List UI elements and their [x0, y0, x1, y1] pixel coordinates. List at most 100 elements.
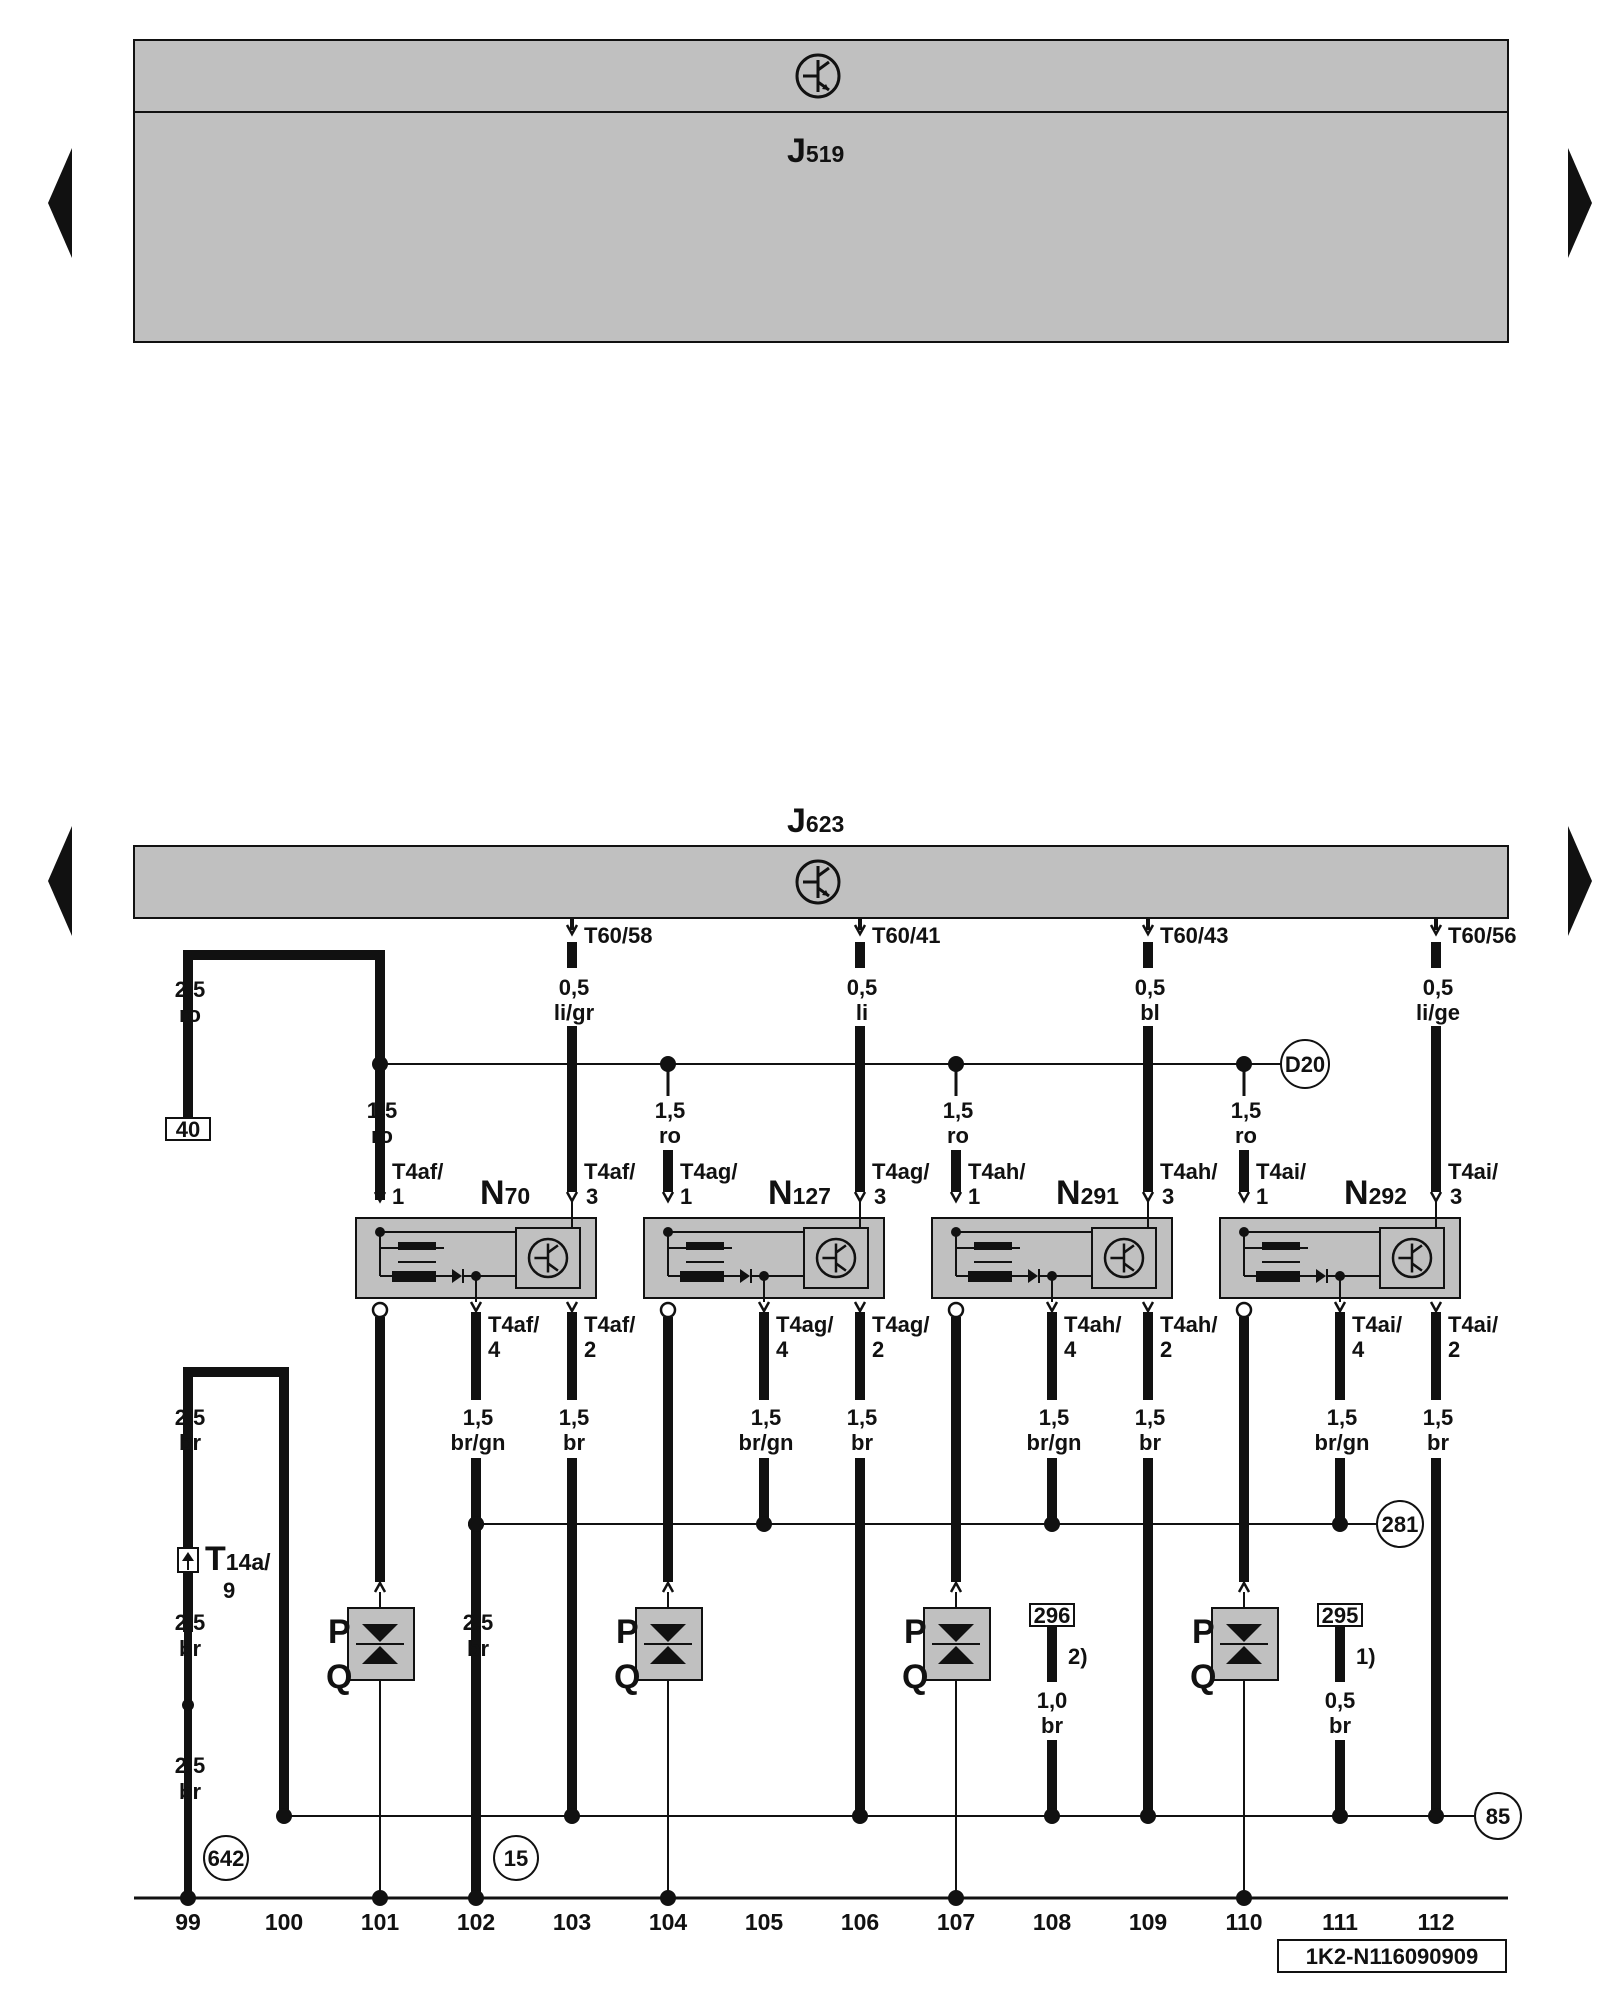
pin-label: T4ah/ — [1160, 1159, 1217, 1184]
column-number: 99 — [175, 1909, 201, 1935]
svg-text:1K2-N116090909: 1K2-N116090909 — [1306, 1944, 1478, 1969]
wire-label: br — [563, 1430, 585, 1455]
junction-dot — [852, 1808, 868, 1824]
pin-arrow-icon — [565, 924, 579, 937]
column-number: 108 — [1033, 1909, 1072, 1935]
pin-label: T4ah/ — [968, 1159, 1025, 1184]
wire-label: 1,5 — [463, 1405, 494, 1430]
svg-text:281: 281 — [1382, 1512, 1419, 1537]
connector-281: 281 — [1376, 1500, 1424, 1548]
pin-label: T4ai/ — [1352, 1312, 1402, 1337]
reference-box: 295 — [1322, 1603, 1359, 1628]
module-j519-label: J519 — [787, 132, 844, 170]
pin-label: 4 — [776, 1337, 789, 1362]
reference-295: 295 1)0,5br — [1317, 1603, 1376, 1824]
column-number: 112 — [1417, 1909, 1454, 1935]
pin-label: 2 — [872, 1337, 884, 1362]
transistor-icon — [1103, 1237, 1145, 1279]
pin-label: T4ag/ — [872, 1159, 929, 1184]
wire-label: br — [1329, 1713, 1351, 1738]
pin-label: 3 — [586, 1184, 598, 1209]
pin-arrow-icon — [853, 924, 867, 937]
pin-label: T4ai/ — [1256, 1159, 1306, 1184]
wire-label: 0,5 — [847, 975, 878, 1000]
junction-dot — [1332, 1516, 1348, 1532]
wire-label: bl — [1140, 1000, 1160, 1025]
wire-102-lower: 2,5br — [463, 1516, 494, 1661]
svg-text:D20: D20 — [1285, 1052, 1325, 1077]
pin-arrow-icon — [661, 1580, 675, 1593]
column-number: 101 — [361, 1909, 400, 1935]
junction-dot — [1044, 1808, 1060, 1824]
wire-label: br — [1427, 1430, 1449, 1455]
box-40: 40 — [165, 1117, 211, 1142]
footnote-marker: 2) — [1068, 1644, 1088, 1669]
pin-arrow-icon — [949, 1191, 963, 1204]
wire-label: 2,5 — [463, 1610, 494, 1635]
wire-label: 1,5 — [847, 1405, 878, 1430]
wire-label: br/gn — [1315, 1430, 1370, 1455]
pin-arrow-icon — [757, 1301, 771, 1314]
spark-plug-label: P — [1192, 1613, 1215, 1651]
pin-arrow-icon — [1429, 1191, 1443, 1204]
drawing-code: 1K2-N116090909 — [1277, 1939, 1507, 1973]
wire-label: 0,5 — [1135, 975, 1166, 1000]
pin-label: T4af/ — [584, 1159, 635, 1184]
wire-label: 2,5 — [175, 977, 206, 1002]
wire-label: br — [179, 1779, 201, 1804]
pin-label: 1 — [392, 1184, 404, 1209]
pin-arrow-icon — [469, 1301, 483, 1314]
pin-label: 3 — [1162, 1184, 1174, 1209]
coil-label: N291 — [1056, 1174, 1119, 1212]
transistor-icon — [795, 53, 841, 99]
t14a-label: T14a/ — [205, 1540, 271, 1578]
wire-label: li/gr — [554, 1000, 595, 1025]
footnote-marker: 1) — [1356, 1644, 1376, 1669]
wire-label: br — [851, 1430, 873, 1455]
svg-text:15: 15 — [504, 1846, 528, 1871]
wire-label: 0,5 — [1325, 1688, 1356, 1713]
pin-arrow-icon — [661, 1191, 675, 1204]
pin-arrow-icon — [853, 1301, 867, 1314]
wire-label: ro — [1235, 1123, 1257, 1148]
connector-15: 15 — [493, 1835, 539, 1881]
wire-label: 1,5 — [559, 1405, 590, 1430]
wire-label: br — [467, 1636, 489, 1661]
wire-label: br/gn — [1027, 1430, 1082, 1455]
pin-arrow-icon — [1045, 1301, 1059, 1314]
svg-text:642: 642 — [208, 1846, 245, 1871]
pin-arrow-icon — [1141, 1191, 1155, 1204]
pin-label: T4ah/ — [1064, 1312, 1121, 1337]
wire-label: 1,5 — [1039, 1405, 1070, 1430]
continue-left-arrow-icon — [48, 826, 72, 936]
coil-label: N70 — [480, 1174, 530, 1212]
svg-text:85: 85 — [1486, 1804, 1510, 1829]
svg-text:40: 40 — [176, 1117, 200, 1142]
spark-plug-label: Q — [1190, 1658, 1216, 1696]
pin-label: T60/41 — [872, 923, 941, 948]
column-number: 102 — [457, 1909, 495, 1935]
junction-dot — [468, 1516, 484, 1532]
junction-dot — [372, 1890, 388, 1906]
column-number: 111 — [1322, 1909, 1358, 1935]
spark-plug-label: P — [328, 1613, 351, 1651]
pin-label: T4af/ — [392, 1159, 443, 1184]
wire-label: 1,5 — [1423, 1405, 1454, 1430]
pin-label: T4ai/ — [1448, 1312, 1498, 1337]
pin-label: 2 — [1160, 1337, 1172, 1362]
wire-label: ro — [947, 1123, 969, 1148]
column-number: 109 — [1129, 1909, 1167, 1935]
pin-label: 4 — [1064, 1337, 1077, 1362]
junction-dot — [660, 1890, 676, 1906]
reference-box: 296 — [1034, 1603, 1071, 1628]
continue-right-arrow-icon — [1568, 826, 1592, 936]
transistor-icon — [527, 1237, 569, 1279]
wire-ground-99 — [180, 1367, 292, 1906]
column-number: 104 — [649, 1909, 688, 1935]
pin-arrow-icon — [853, 1191, 867, 1204]
junction-dot — [756, 1516, 772, 1532]
wire-label: 1,5 — [943, 1098, 974, 1123]
wire-label: li/ge — [1416, 1000, 1460, 1025]
